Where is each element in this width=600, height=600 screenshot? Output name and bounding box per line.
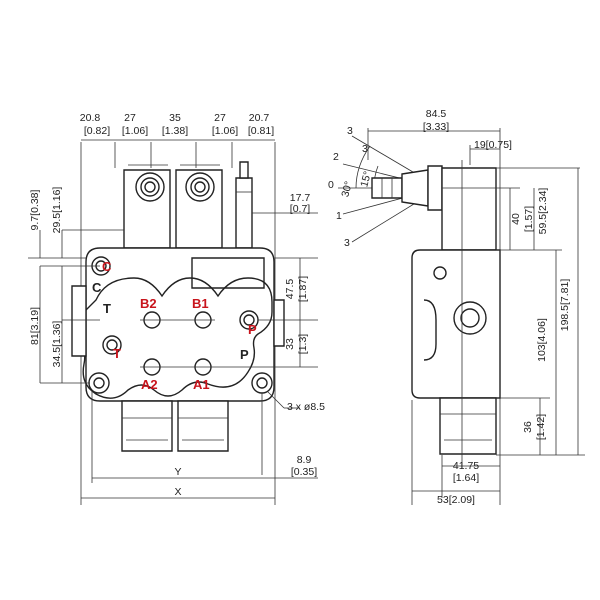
dim-40-in: [1.57] <box>523 206 535 232</box>
angle-2: 2 <box>333 151 339 163</box>
port-c-black-label: C <box>92 280 102 295</box>
angle-3-top: 3 <box>347 125 353 137</box>
dim-29-5: 29.5[1.16] <box>51 187 63 234</box>
port-a1-label: A1 <box>193 377 210 392</box>
dim-53: 53[2.09] <box>437 494 475 506</box>
port-c-label: C <box>102 259 112 274</box>
dim-top-2: 27 <box>124 112 136 124</box>
dim-41-75: 41.75 <box>453 460 479 472</box>
dim-top-1: 20.8 <box>80 112 101 124</box>
port-p-black-label: P <box>240 347 249 362</box>
port-b2-label: B2 <box>140 296 157 311</box>
front-view <box>28 139 318 505</box>
angle-0: 0 <box>328 179 334 191</box>
dim-top-4-in: [1.06] <box>212 125 238 137</box>
dim-8-9: 8.9 <box>297 454 312 466</box>
angle-30-deg: 30° <box>339 180 355 198</box>
dim-198-5: 198.5[7.81] <box>559 279 571 332</box>
dim-103: 103[4.06] <box>536 318 548 362</box>
dim-34-5: 34.5[1.36] <box>51 321 63 368</box>
port-p-label: P <box>248 322 257 337</box>
dim-84-5: 84.5 <box>426 108 447 120</box>
port-b1-label: B1 <box>192 296 209 311</box>
dim-19: 19[0.75] <box>474 139 512 151</box>
dim-40: 40 <box>510 213 522 225</box>
dim-top-5: 20.7 <box>249 112 270 124</box>
dim-41-75-in: [1.64] <box>453 472 479 484</box>
angle-1: 1 <box>336 210 342 222</box>
dim-47-5: 47.5 <box>284 279 296 300</box>
port-a2-label: A2 <box>141 377 158 392</box>
dim-36: 36 <box>522 421 534 433</box>
dim-17-7: 17.7 <box>290 192 311 204</box>
dim-33-in: [1.3] <box>297 334 309 355</box>
dim-59-5: 59.5[2.34] <box>537 188 549 235</box>
dim-33: 33 <box>284 338 296 350</box>
dim-17-7-in: [0.7] <box>290 203 311 215</box>
valve-body-side <box>411 249 501 399</box>
angle-15-deg: 15° <box>358 170 374 188</box>
dim-top-5-in: [0.81] <box>248 125 274 137</box>
dim-top-3: 35 <box>169 112 181 124</box>
dim-47-5-in: [1.87] <box>297 276 309 302</box>
dim-top-1-in: [0.82] <box>84 125 110 137</box>
dim-x: X <box>174 486 181 498</box>
dim-top-3-in: [1.38] <box>162 125 188 137</box>
side-view <box>338 128 585 505</box>
dim-36-in: [1.42] <box>535 414 547 440</box>
dim-9-7: 9.7[0.38] <box>29 189 41 230</box>
dim-y: Y <box>174 466 181 478</box>
angle-3-bottom: 3 <box>344 237 350 249</box>
dim-8-9-in: [0.35] <box>291 466 317 478</box>
angle-3-mid: 3 <box>362 143 368 155</box>
dim-holes: 3 x ø8.5 <box>287 401 325 413</box>
dim-84-5-in: [3.33] <box>423 121 449 133</box>
port-t-left-label: T <box>103 301 111 316</box>
dim-top-4: 27 <box>214 112 226 124</box>
dim-top-2-in: [1.06] <box>122 125 148 137</box>
port-t-label: T <box>113 346 121 361</box>
dim-81: 81[3.19] <box>29 307 41 345</box>
